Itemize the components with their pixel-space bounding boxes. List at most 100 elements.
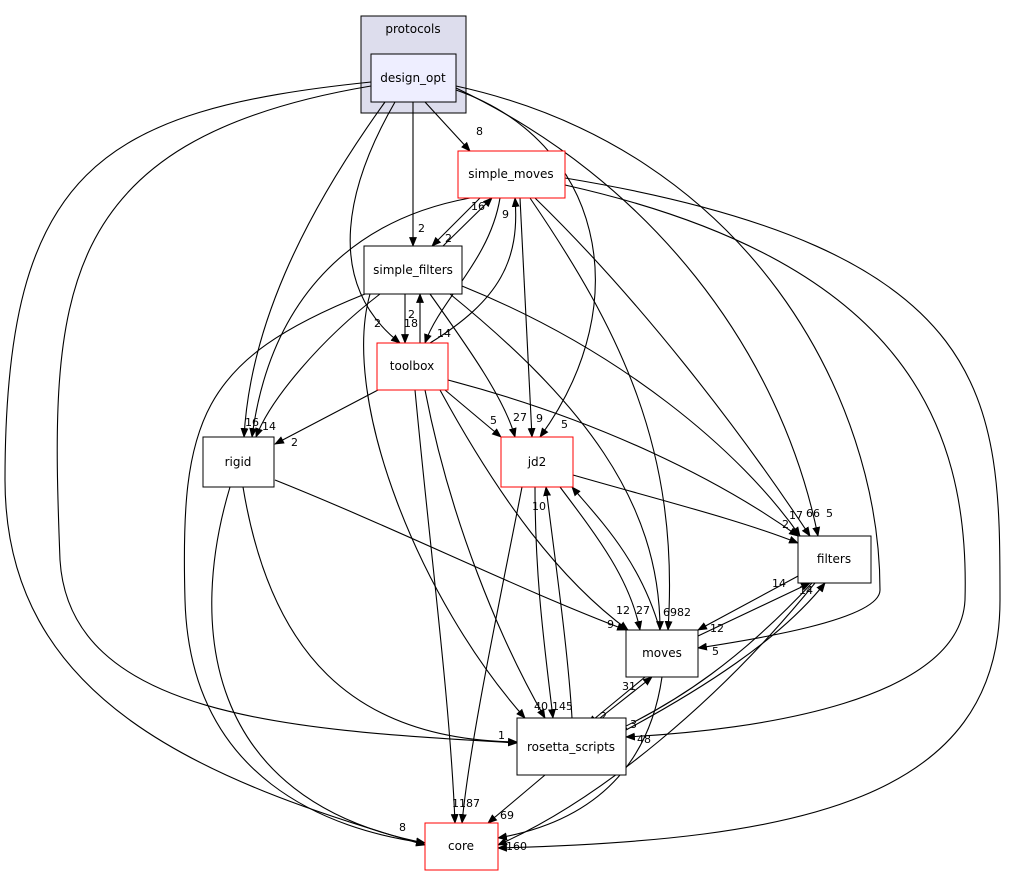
edge-label: 5 (561, 418, 568, 431)
edge-label: 16 (471, 200, 485, 213)
edge-simple_filters-simple_moves (442, 197, 493, 247)
edge-simple_moves-jd2 (519, 197, 536, 438)
edge-toolbox-jd2 (444, 389, 502, 438)
edge-rosetta_scripts-jd2 (543, 486, 573, 719)
edge-rigid-rosetta_scripts (242, 486, 518, 746)
edge-design_opt-rosetta_scripts (56, 85, 518, 747)
edge-label: 9 (536, 412, 543, 425)
edge-label: 10 (532, 500, 546, 513)
edge-moves-jd2 (571, 486, 661, 631)
node-label: toolbox (390, 359, 434, 373)
edge-label: 2 (782, 518, 789, 531)
edge-label: 14 (799, 584, 813, 597)
edge-rigid-moves (274, 479, 627, 631)
node-label: simple_moves (468, 167, 553, 181)
edge-label: 14 (262, 420, 276, 433)
edge-labels: 8 16 2 9 2 2 18 14 16 14 2 5 27 9 5 2 10… (245, 125, 833, 853)
edge-simple_filters-filters (461, 285, 801, 537)
edge-design_opt-simple_moves (424, 101, 471, 152)
edge-simple_filters-rosetta_scripts (363, 293, 526, 719)
node-label: rigid (225, 455, 252, 469)
edge-label: 2 (408, 308, 415, 321)
nodes: design_opt simple_moves simple_filters t… (202, 53, 872, 871)
edge-moves-rosetta_scripts (587, 676, 646, 725)
edge-label: 9 (607, 618, 614, 631)
edge-toolbox-moves (439, 389, 629, 631)
node-label: filters (817, 552, 851, 566)
edge-simple_moves-rosetta_scripts (564, 184, 966, 741)
node-design_opt[interactable]: design_opt (370, 53, 457, 103)
edge-toolbox-filters (447, 379, 799, 537)
edge-label: 66 (806, 507, 820, 520)
edge-label: 12 (710, 622, 724, 635)
edge-label: 5 (712, 645, 719, 658)
edge-simple_moves-simple_filters (431, 197, 481, 247)
edge-jd2-filters (572, 474, 799, 544)
edge-toolbox-core (414, 389, 459, 824)
node-label: jd2 (527, 455, 547, 469)
edge-toolbox-rosetta_scripts (424, 389, 546, 719)
node-label: rosetta_scripts (527, 740, 615, 754)
node-moves[interactable]: moves (625, 629, 699, 678)
edge-label: 2 (445, 232, 452, 245)
edge-label: 14 (772, 577, 786, 590)
edge-label: 8 (399, 821, 406, 834)
edge-design_opt-toolbox (349, 101, 401, 344)
node-label: core (448, 839, 474, 853)
node-simple_filters[interactable]: simple_filters (363, 245, 463, 295)
edge-label: 5 (826, 507, 833, 520)
node-label: moves (642, 646, 682, 660)
edge-rosetta_scripts-moves (599, 676, 653, 719)
edge-label: 40 (534, 700, 548, 713)
edge-label: 69 (663, 606, 677, 619)
edge-jd2-moves (559, 486, 643, 631)
edge-design_opt-core (4, 81, 426, 847)
edge-simple_filters-moves (449, 293, 664, 631)
node-label: design_opt (380, 71, 446, 85)
edge-label: 14 (437, 327, 451, 340)
node-rosetta_scripts[interactable]: rosetta_scripts (516, 717, 627, 776)
node-simple_moves[interactable]: simple_moves (457, 150, 566, 199)
edge-design_opt-moves (455, 85, 881, 651)
edge-label: 27 (513, 411, 527, 424)
edge-filters-moves (697, 574, 801, 631)
edge-label: 48 (637, 733, 651, 746)
node-label: simple_filters (373, 263, 453, 277)
edge-moves-core (497, 676, 663, 841)
edge-label: 16 (245, 416, 259, 429)
node-toolbox[interactable]: toolbox (376, 342, 449, 391)
edge-label: 8 (476, 125, 483, 138)
edge-simple_moves-filters (534, 197, 811, 537)
edge-design_opt-filters (455, 87, 821, 537)
edge-simple_filters-core (183, 293, 426, 846)
edge-label: 9 (502, 208, 509, 221)
edge-design_opt-jd2 (455, 89, 596, 438)
node-filters[interactable]: filters (797, 535, 872, 584)
edge-rosetta_scripts-core (487, 774, 546, 824)
edge-label: 18 (404, 317, 418, 330)
edge-label: 69 (500, 809, 514, 822)
edge-label: 145 (552, 700, 573, 713)
edge-label: 1187 (452, 797, 480, 810)
node-rigid[interactable]: rigid (202, 436, 275, 488)
edge-label: 160 (506, 840, 527, 853)
edge-simple_moves-rigid (249, 197, 471, 438)
node-core[interactable]: core (424, 822, 499, 871)
edge-label: 3 (630, 718, 637, 731)
node-jd2[interactable]: jd2 (500, 436, 574, 488)
edge-simple_moves-toolbox (424, 197, 501, 344)
cluster-label: protocols (385, 22, 440, 36)
edge-label: 2 (418, 222, 425, 235)
edge-jd2-rosetta_scripts (534, 486, 556, 719)
edge-toolbox-simple_moves (429, 197, 520, 344)
edge-moves-filters (697, 582, 811, 637)
edge-rigid-core (211, 486, 426, 846)
edge-toolbox-rigid (274, 389, 379, 445)
edge-simple_filters-jd2 (429, 293, 517, 438)
edge-label: 2 (291, 436, 298, 449)
edge-label: 82 (677, 606, 691, 619)
edge-label: 2 (600, 710, 607, 723)
edge-design_opt-rigid (240, 101, 386, 438)
edge-label: 31 (622, 680, 636, 693)
